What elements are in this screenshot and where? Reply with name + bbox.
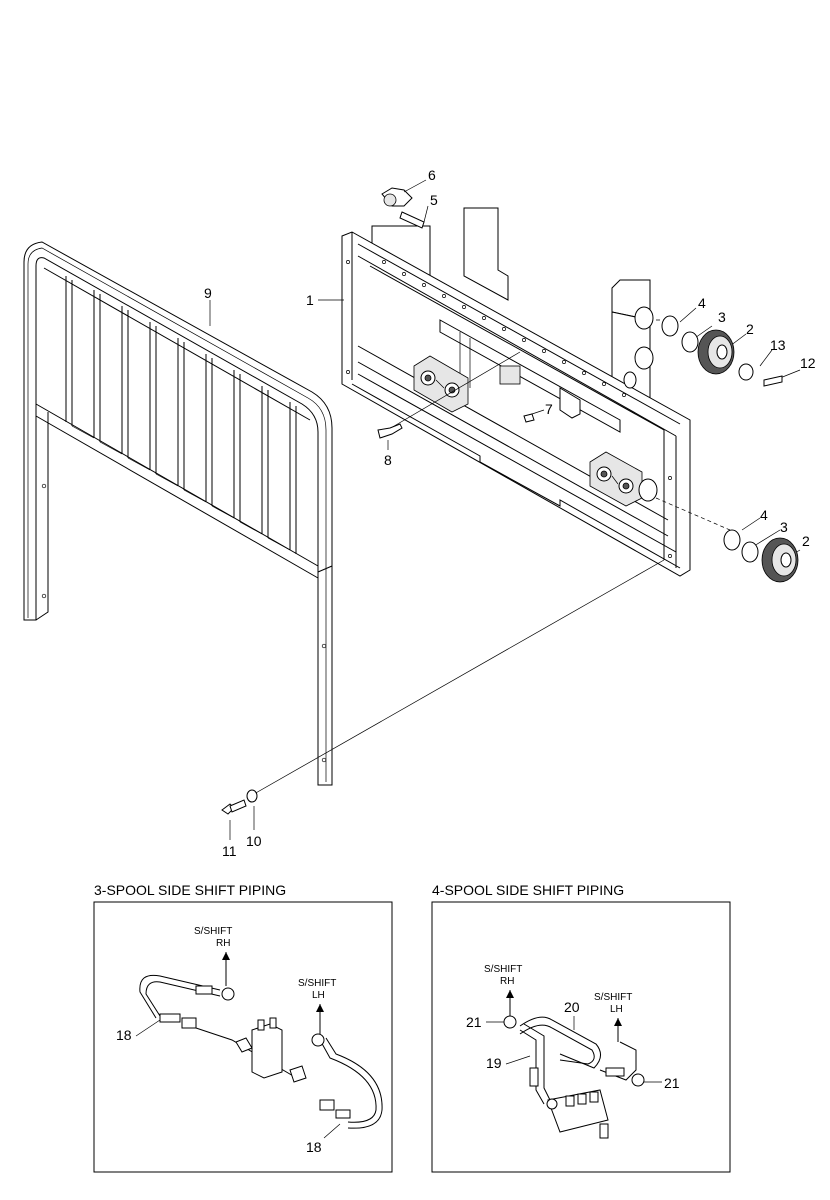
right-rh-label-1: S/SHIFT [484,964,522,975]
right-bearing-block [589,451,643,507]
left-callout-18-lower: 18 [306,1139,322,1155]
callout-7: 7 [545,401,553,417]
right-lh-label-1: S/SHIFT [594,992,632,1003]
bolt-part-7 [523,413,535,423]
left-bearing-block [413,355,469,413]
callout-2-upper: 2 [746,321,754,337]
callout-4-upper: 4 [698,295,706,311]
roller-bearing-set-upper [661,315,783,387]
callout-11: 11 [222,843,237,859]
right-rh-label-2: RH [500,976,514,987]
callout-numbers: 6 5 1 9 4 3 2 13 12 7 8 4 3 2 11 10 [204,167,816,859]
callout-12: 12 [800,355,816,371]
callout-13: 13 [770,337,786,353]
right-callout-21-lower: 21 [664,1075,680,1091]
inset-4-spool: 4-SPOOL SIDE SHIFT PIPING S/SHIFT RH S/S… [431,882,731,1173]
fitting-part-6 [381,187,425,229]
left-rh-label-1: S/SHIFT [194,926,232,937]
washer-part-10 [246,789,258,830]
inset-4-spool-title: 4-SPOOL SIDE SHIFT PIPING [432,882,624,898]
callout-3-lower: 3 [780,519,788,535]
roller-bearing-set-lower [723,529,799,583]
callout-6: 6 [428,167,436,183]
callout-9: 9 [204,285,212,301]
right-callout-20: 20 [564,999,580,1015]
right-callout-19: 19 [486,1055,502,1071]
callout-3-upper: 3 [718,309,726,325]
callout-2-lower: 2 [802,533,810,549]
callout-1: 1 [306,292,314,308]
callout-8: 8 [384,452,392,468]
inset-3-spool: 3-SPOOL SIDE SHIFT PIPING S/SHIFT RH S/S… [93,882,393,1173]
bolt-part-11 [221,799,247,840]
inset-3-spool-title: 3-SPOOL SIDE SHIFT PIPING [94,882,286,898]
leader-lines [209,179,801,795]
right-lh-label-2: LH [610,1004,623,1015]
callout-4-lower: 4 [760,507,768,523]
left-lh-label-2: LH [312,990,325,1001]
left-callout-18-upper: 18 [116,1027,132,1043]
left-lh-label-1: S/SHIFT [298,978,336,989]
right-callout-21-upper: 21 [466,1014,482,1030]
callout-5: 5 [430,192,438,208]
callout-10: 10 [246,833,262,849]
inset-3-spool-frame [93,901,393,1173]
bolt-part-8 [377,423,403,439]
left-rh-label-2: RH [216,938,230,949]
carriage-assembly [341,187,691,577]
inset-4-spool-frame [431,901,731,1173]
load-backrest [23,241,333,786]
